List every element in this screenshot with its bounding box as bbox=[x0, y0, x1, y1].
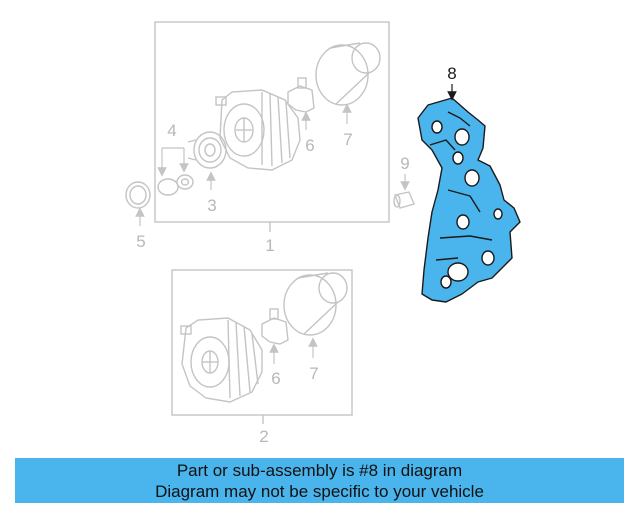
callout-3: 3 bbox=[207, 196, 216, 215]
callout-8: 8 bbox=[447, 64, 456, 83]
rear-cover-2 bbox=[283, 272, 348, 336]
leader-4 bbox=[157, 147, 189, 177]
callout-2: 2 bbox=[259, 427, 268, 446]
bushing bbox=[393, 191, 415, 209]
pulley bbox=[187, 131, 227, 169]
alternator-2 bbox=[180, 317, 263, 403]
mounting-bracket bbox=[417, 97, 521, 303]
callout-5: 5 bbox=[136, 232, 145, 251]
callout-7a: 7 bbox=[343, 130, 352, 149]
banner-line-1: Part or sub-assembly is #8 in diagram bbox=[176, 461, 463, 480]
callout-9: 9 bbox=[400, 154, 409, 173]
assembly-box-1 bbox=[154, 21, 390, 232]
regulator-1 bbox=[287, 77, 315, 113]
rear-cover-1 bbox=[315, 42, 381, 106]
nut-washer bbox=[157, 174, 194, 196]
alternator-1 bbox=[215, 89, 301, 171]
parts-diagram: 6 7 3 4 5 1 9 bbox=[125, 21, 521, 446]
callout-6a: 6 bbox=[305, 136, 314, 155]
callout-6b: 6 bbox=[271, 369, 280, 388]
banner-line-2: Diagram may not be specific to your vehi… bbox=[155, 482, 484, 501]
callout-1: 1 bbox=[265, 236, 274, 255]
washer-ring bbox=[125, 181, 151, 209]
assembly-box-2 bbox=[171, 269, 353, 424]
regulator-2 bbox=[261, 308, 289, 345]
callout-4: 4 bbox=[167, 121, 176, 140]
info-banner: Part or sub-assembly is #8 in diagram Di… bbox=[15, 458, 624, 503]
callout-7b: 7 bbox=[309, 364, 318, 383]
